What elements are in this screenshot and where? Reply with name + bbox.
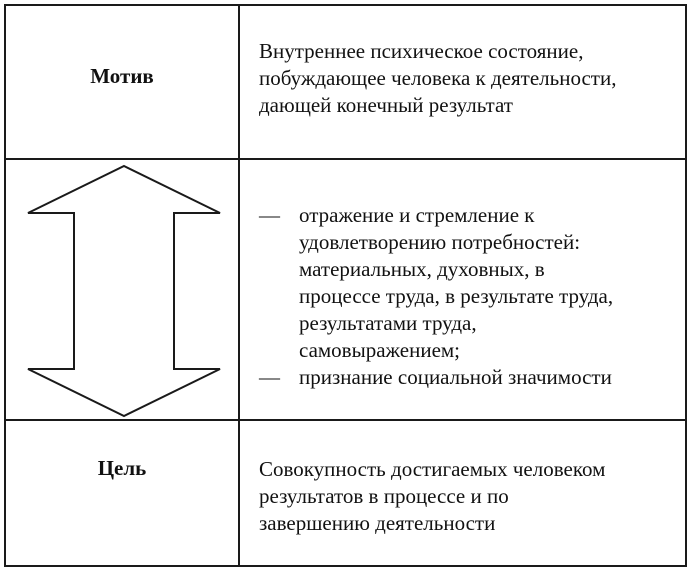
list-item-line: процессе труда, в результате труда, <box>299 284 614 308</box>
motive-description: Внутреннее психическое состояние, побужд… <box>259 38 679 119</box>
motive-description-line: дающей конечный результат <box>259 93 513 117</box>
term-goal: Цель <box>97 456 147 480</box>
goal-description-line: результатов в процессе и по <box>259 484 509 508</box>
row-divider-2 <box>6 419 685 421</box>
list-item: — отражение и стремление к удовлетворени… <box>259 202 679 364</box>
list-item: — признание социальной значимости <box>259 364 679 391</box>
motive-goal-table: Мотив Внутреннее психическое состояние, … <box>4 4 687 567</box>
list-item-line: самовыражением; <box>299 338 461 362</box>
goal-description-line: завершению деятельности <box>259 511 496 535</box>
double-headed-vertical-arrow-icon <box>27 164 221 418</box>
motive-description-line: побуждающее человека к деятельности, <box>259 66 617 90</box>
term-motive: Мотив <box>90 64 154 88</box>
motive-aspects-list: — отражение и стремление к удовлетворени… <box>259 202 679 391</box>
list-item-line: материальных, духовных, в <box>299 257 545 281</box>
list-dash: — <box>259 203 280 227</box>
row-divider-1 <box>6 158 685 160</box>
list-item-line: признание социальной значимости <box>299 365 612 389</box>
goal-description: Совокупность достигаемых человеком резул… <box>259 456 679 537</box>
motive-description-line: Внутреннее психическое состояние, <box>259 39 584 63</box>
list-dash: — <box>259 365 280 389</box>
column-divider <box>238 6 240 565</box>
list-item-line: удовлетворению потребностей: <box>299 230 581 254</box>
goal-description-line: Совокупность достигаемых человеком <box>259 457 606 481</box>
list-item-line: результатами труда, <box>299 311 477 335</box>
list-item-line: отражение и стремление к <box>299 203 535 227</box>
